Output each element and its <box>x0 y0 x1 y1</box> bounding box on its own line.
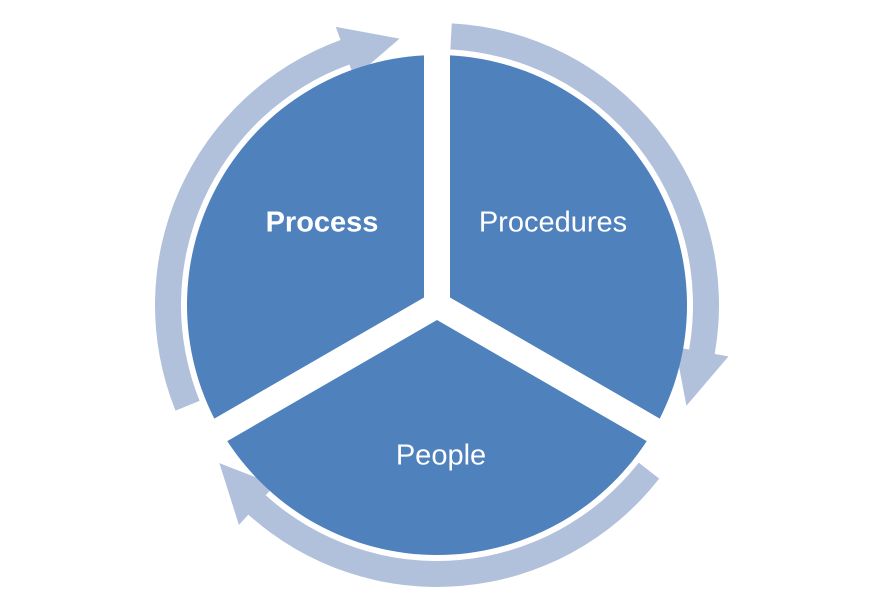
cycle-arrows <box>154 23 729 588</box>
segment-label-people: People <box>396 440 486 472</box>
cycle-labels: Process Procedures People <box>266 207 628 472</box>
cycle-segments <box>187 55 687 555</box>
cycle-arrow-people <box>219 462 660 588</box>
cycle-arrow-process <box>154 26 400 411</box>
segment-people <box>227 320 647 555</box>
segment-label-process: Process <box>266 207 379 239</box>
segment-procedures <box>450 55 687 419</box>
cycle-arrow-procedures <box>450 23 729 406</box>
segment-process <box>187 55 424 419</box>
segment-label-procedures: Procedures <box>479 207 627 239</box>
